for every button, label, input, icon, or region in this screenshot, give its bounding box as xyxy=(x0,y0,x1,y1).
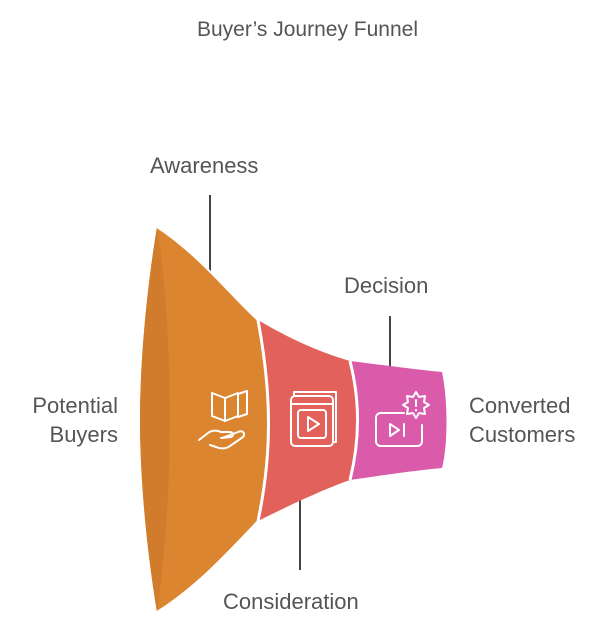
input-label: Potential Buyers xyxy=(32,391,118,449)
consideration-label: Consideration xyxy=(223,589,359,614)
input-label-line1: Potential xyxy=(32,393,118,418)
divider-consideration-decision xyxy=(348,360,359,481)
video-book-icon xyxy=(290,391,337,447)
divider-awareness-consideration xyxy=(256,319,270,522)
decision-label: Decision xyxy=(344,273,429,298)
diagram-title: Buyer’s Journey Funnel xyxy=(196,18,418,41)
awareness-segment xyxy=(140,227,269,612)
output-label-line2: Customers xyxy=(469,422,576,447)
output-label-line1: Converted xyxy=(469,393,571,418)
funnel-outline-top xyxy=(156,226,259,321)
book-in-hand-icon xyxy=(198,390,248,450)
awareness-label: Awareness xyxy=(150,153,259,178)
input-label-line2: Buyers xyxy=(49,422,118,447)
decision-segment xyxy=(350,361,447,480)
play-alert-icon xyxy=(375,391,430,447)
output-label: Converted Customers xyxy=(469,391,575,449)
funnel-outline-bottom xyxy=(156,520,259,613)
funnel-mouth xyxy=(140,227,170,612)
